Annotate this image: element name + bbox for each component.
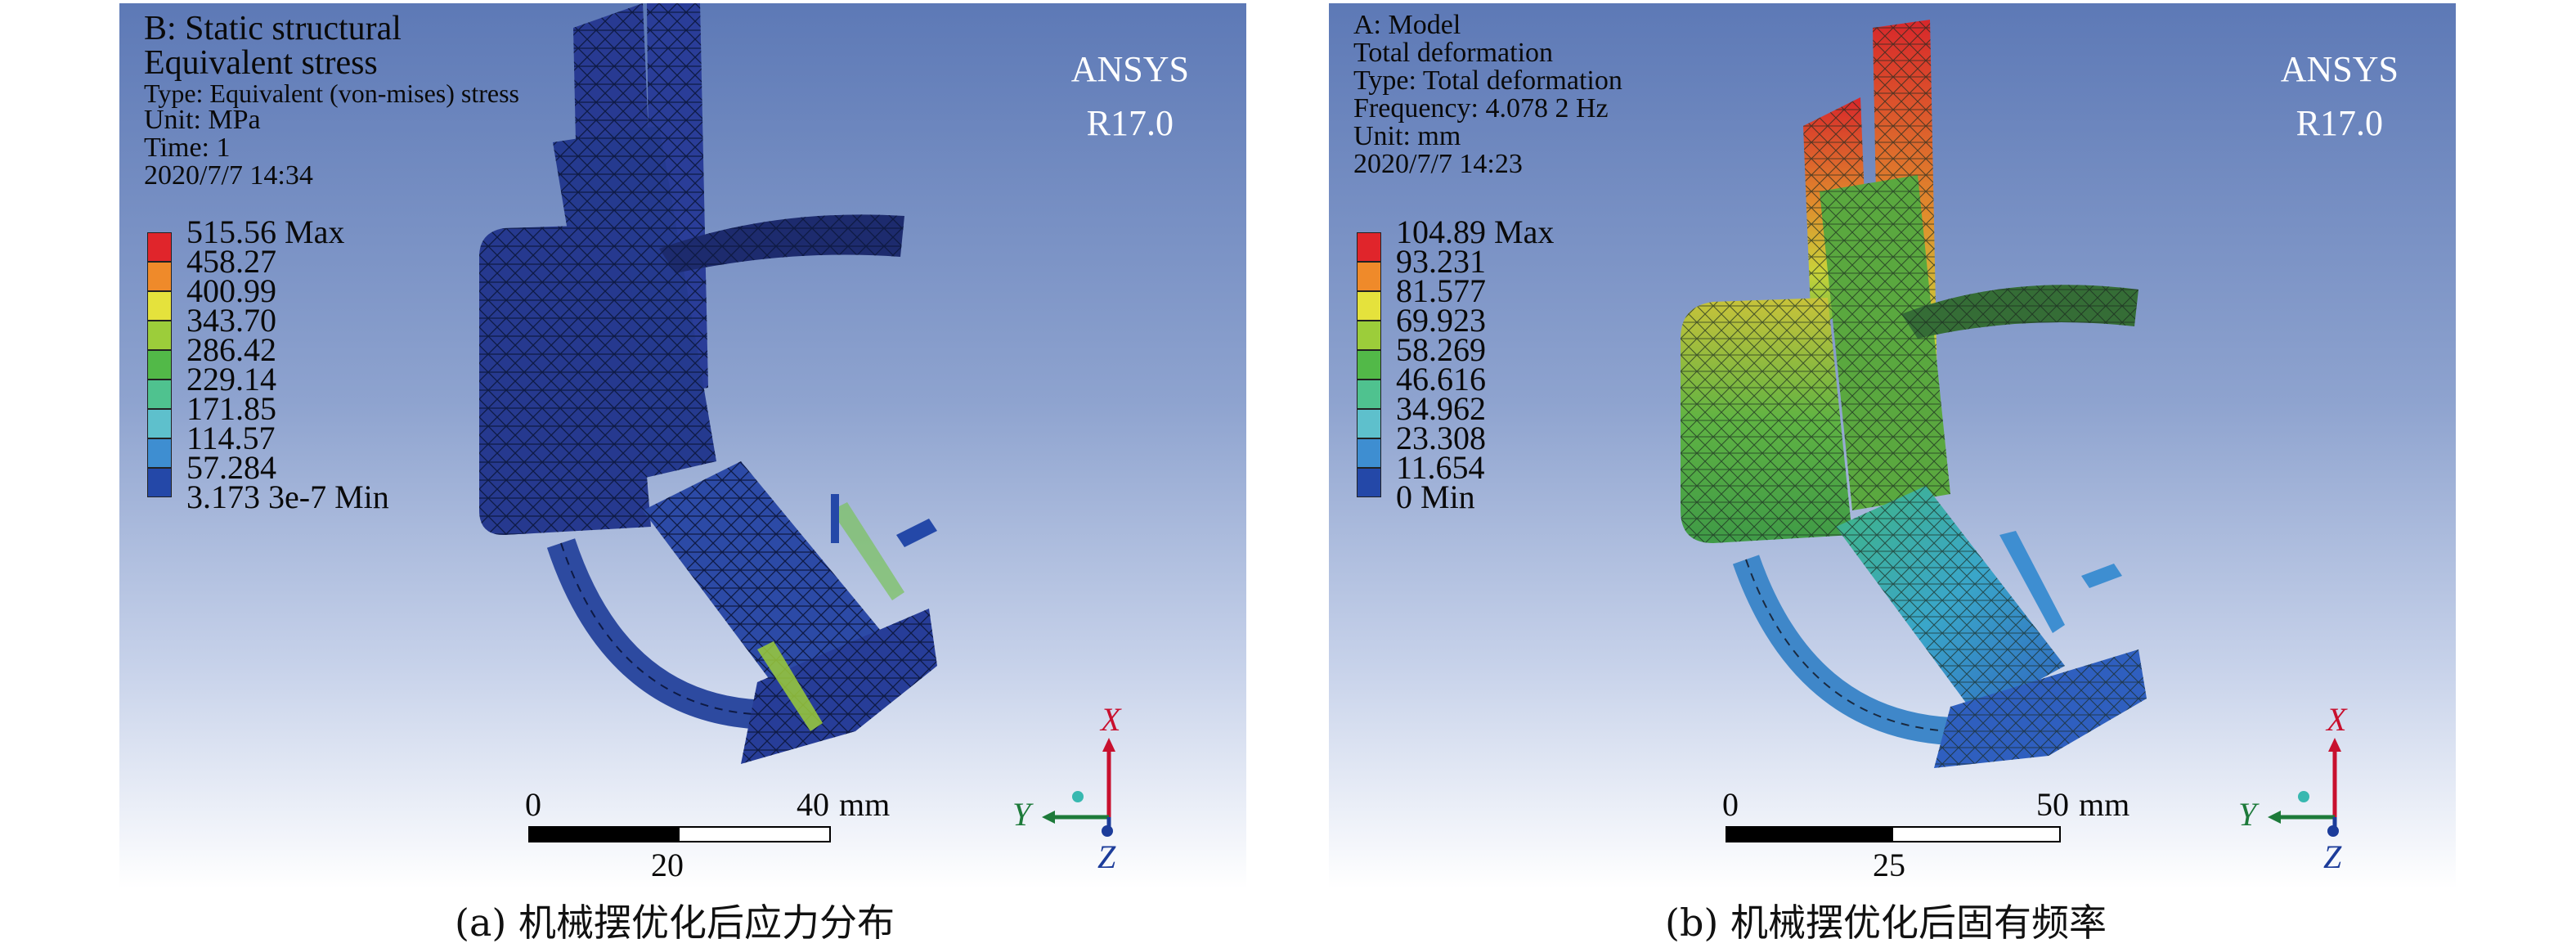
ansys-logo: ANSYS R17.0	[2281, 43, 2399, 151]
legend-swatch	[1357, 380, 1381, 409]
result-unit: Unit: mm	[1353, 121, 1461, 151]
legend-swatch	[147, 380, 172, 409]
legend-swatch	[1357, 438, 1381, 468]
legend-label: 458.27	[186, 243, 276, 280]
scale-bar-graphic	[1726, 826, 2061, 842]
scale-start: 0	[525, 786, 541, 823]
axis-triad-icon	[2268, 738, 2341, 837]
axis-triad: X Y Z	[1012, 701, 1150, 875]
scale-bar-graphic	[528, 826, 831, 842]
axis-triad: X Y Z	[2238, 701, 2376, 875]
axis-triad-icon	[1042, 738, 1115, 837]
legend-label-max: 104.89 Max	[1396, 213, 1555, 250]
result-info-block: B: Static structural Equivalent stress T…	[144, 11, 519, 190]
stress-result-viewport[interactable]: B: Static structural Equivalent stress T…	[119, 3, 1246, 888]
legend-label: 400.99	[186, 272, 276, 309]
legend-swatch	[1357, 350, 1381, 380]
legend-swatch	[1357, 468, 1381, 497]
scale-mid: 20	[651, 847, 684, 883]
scale-start: 0	[1722, 786, 1739, 823]
legend-swatch	[1357, 262, 1381, 291]
legend-swatch	[147, 438, 172, 468]
legend-swatch	[147, 232, 172, 262]
analysis-title: B: Static structural	[144, 10, 402, 47]
result-time: Time: 1	[144, 133, 231, 163]
legend-swatch	[147, 321, 172, 350]
brand-version: R17.0	[2296, 103, 2384, 143]
legend-label: 46.616	[1396, 361, 1486, 398]
result-title: Total deformation	[1353, 38, 1554, 68]
y-axis-label: Y	[1012, 796, 1031, 833]
result-date: 2020/7/7 14:23	[1353, 149, 1523, 179]
legend-label-min: 3.173 3e-7 Min	[186, 478, 389, 515]
legend-swatch	[1357, 321, 1381, 350]
legend-label: 58.269	[1396, 331, 1486, 368]
legend-label-min: 0 Min	[1396, 478, 1475, 515]
caption-b: (b) 机械摆优化后固有频率	[1665, 901, 2107, 945]
legend-swatch	[147, 262, 172, 291]
caption-a: (a) 机械摆优化后应力分布	[455, 901, 895, 945]
legend-label: 23.308	[1396, 420, 1486, 456]
legend-label: 114.57	[186, 420, 276, 456]
result-type: Type: Total deformation	[1353, 65, 1622, 96]
legend-swatch	[1357, 291, 1381, 321]
scale-unit: mm	[839, 786, 891, 823]
scale-unit: mm	[2079, 786, 2130, 823]
legend-label: 69.923	[1396, 302, 1486, 339]
legend-label: 57.284	[186, 449, 276, 486]
result-date: 2020/7/7 14:34	[144, 160, 313, 191]
legend-label: 34.962	[1396, 390, 1486, 427]
analysis-title: A: Model	[1353, 10, 1461, 40]
legend-label-max: 515.56 Max	[186, 213, 345, 250]
result-frequency: Frequency: 4.078 2 Hz	[1353, 93, 1609, 124]
x-axis-label: X	[1101, 701, 1121, 738]
legend-swatch	[147, 468, 172, 497]
legend-swatch	[147, 409, 172, 438]
y-axis-label: Y	[2238, 796, 2257, 833]
result-info-block: A: Model Total deformation Type: Total d…	[1353, 11, 1622, 178]
deformation-model-render	[1681, 20, 2147, 768]
scale-mid: 25	[1873, 847, 1905, 883]
x-axis-label: X	[2327, 701, 2347, 738]
z-axis-label: Z	[2323, 838, 2342, 875]
legend-swatch	[147, 291, 172, 321]
result-title: Equivalent stress	[144, 44, 378, 82]
legend-swatch	[1357, 232, 1381, 262]
brand-name: ANSYS	[1070, 49, 1189, 89]
ansys-logo: ANSYS R17.0	[1071, 43, 1189, 151]
legend-label: 11.654	[1396, 449, 1485, 486]
result-unit: Unit: MPa	[144, 105, 261, 135]
legend-swatch	[1357, 409, 1381, 438]
legend-swatch	[147, 350, 172, 380]
scale-end: 40	[797, 786, 829, 823]
z-axis-label: Z	[1097, 838, 1116, 875]
brand-name: ANSYS	[2280, 49, 2399, 89]
legend-label: 229.14	[186, 361, 276, 398]
scale-end: 50	[2036, 786, 2069, 823]
stress-model-render	[479, 3, 937, 764]
legend-label: 81.577	[1396, 272, 1486, 309]
result-type: Type: Equivalent (von-mises) stress	[144, 79, 519, 108]
legend-label: 171.85	[186, 390, 276, 427]
legend-label: 286.42	[186, 331, 276, 368]
deformation-result-viewport[interactable]: A: Model Total deformation Type: Total d…	[1329, 3, 2456, 888]
legend-label: 343.70	[186, 302, 276, 339]
legend-label: 93.231	[1396, 243, 1486, 280]
brand-version: R17.0	[1086, 103, 1174, 143]
